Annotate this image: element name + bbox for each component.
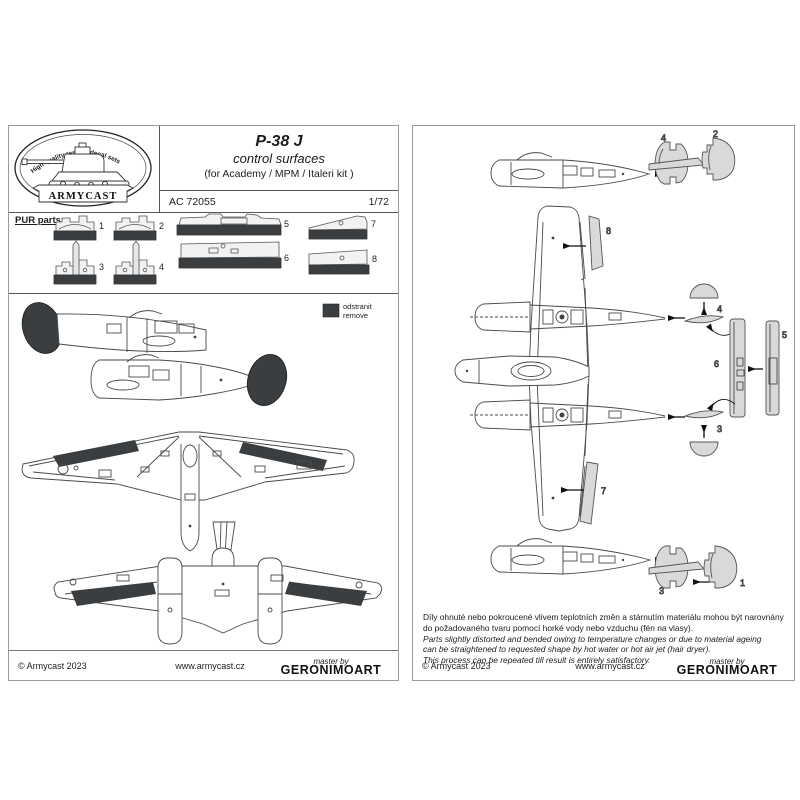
wing-top-view xyxy=(21,431,355,557)
label-flap-5: 5 xyxy=(782,330,787,340)
label-top-4: 4 xyxy=(661,133,666,143)
instruction-page-left: High quality resin & decal sets xyxy=(8,125,399,681)
label-aileron-7: 7 xyxy=(601,486,606,496)
kit-subtitle: control surfaces xyxy=(233,151,325,166)
aileron-part-8 xyxy=(588,215,604,271)
assembly-diagrams: 4 2 8 4 6 5 3 7 3 1 xyxy=(454,129,788,597)
instruction-page-right: 4 2 8 4 6 5 3 7 3 1 Díly ohnuté nebo pok… xyxy=(412,125,795,681)
tail-boom-side-view-1 xyxy=(21,302,207,354)
tail-fin-part-1 xyxy=(703,545,738,589)
website-link[interactable]: www.armycast.cz xyxy=(575,660,645,671)
boom-side-view-top xyxy=(490,152,651,189)
master-by-label: master by xyxy=(313,656,349,666)
note-en-line2: can be straightened to requested shape b… xyxy=(423,644,711,655)
master-by-label: master by xyxy=(709,656,745,666)
master-credit: master by GERONIMOART xyxy=(272,656,398,677)
scale-label: 1/72 xyxy=(368,195,389,208)
handling-notes: Díly ohnuté nebo pokroucené vlivem teplo… xyxy=(423,612,791,666)
legend-remove-cz: odstranit xyxy=(343,302,372,311)
footer-left: © Armycast 2023 www.armycast.cz master b… xyxy=(9,650,398,680)
tail-boom-side-view-2 xyxy=(90,354,288,406)
removal-diagram-area: odstranit remove xyxy=(9,294,398,654)
label-elevator-3: 3 xyxy=(717,424,722,434)
note-cz-line2: do požadovaného tvaru pomocí horké vody … xyxy=(423,622,694,633)
pur-parts-strip: PUR parts: xyxy=(9,213,398,294)
flap-strips-5-6 xyxy=(729,318,780,418)
label-elevator-4: 4 xyxy=(717,304,722,314)
pur-num-5: 5 xyxy=(284,219,289,229)
title-block: P-38 J control surfaces (for Academy / M… xyxy=(160,126,398,190)
boom-side-view-bottom xyxy=(490,538,652,575)
pur-parts-drawing: 1 2 3 4 5 6 7 8 xyxy=(53,213,377,285)
pur-num-7: 7 xyxy=(371,219,376,229)
tail-fin-part-2 xyxy=(701,137,736,181)
copyright: © Armycast 2023 xyxy=(18,660,87,671)
remove-legend-swatch xyxy=(322,303,340,318)
note-cz-line1: Díly ohnuté nebo pokroucené vlivem teplo… xyxy=(423,612,784,622)
armycast-logo: High quality resin & decal sets xyxy=(14,129,152,207)
geronimoart-logo: GERONIMOART xyxy=(280,662,382,677)
title-cell: P-38 J control surfaces (for Academy / M… xyxy=(160,126,398,212)
kit-title: P-38 J xyxy=(255,133,303,150)
kit-note: (for Academy / MPM / Italeri kit ) xyxy=(204,168,354,180)
aileron-part-7 xyxy=(579,461,599,525)
elevator-group-4 xyxy=(683,283,736,336)
wing-bottom-view xyxy=(53,547,383,645)
tail-fin-part-4 xyxy=(648,141,705,185)
pur-num-3: 3 xyxy=(99,262,104,272)
label-aileron-8: 8 xyxy=(606,226,611,236)
note-en-line1: Parts slightly distorted and bended owin… xyxy=(423,633,762,644)
legend-remove-en: remove xyxy=(343,311,369,320)
plan-view xyxy=(454,205,666,532)
product-code: AC 72055 xyxy=(169,195,216,208)
pur-num-8: 8 xyxy=(372,254,377,264)
label-bottom-3: 3 xyxy=(659,586,664,596)
footer-right: © Armycast 2023 www.armycast.cz master b… xyxy=(413,651,794,680)
label-bottom-1: 1 xyxy=(740,578,745,588)
pur-parts-label: PUR parts: xyxy=(15,215,65,226)
geronimoart-logo: GERONIMOART xyxy=(676,662,778,677)
assembly-part-labels: 4 2 8 4 6 5 3 7 3 1 xyxy=(601,129,788,597)
removal-diagrams xyxy=(21,302,383,645)
note-en-line3: This process can be repeated till result… xyxy=(423,655,651,666)
website-link[interactable]: www.armycast.cz xyxy=(175,660,245,671)
pur-num-4: 4 xyxy=(159,262,164,272)
pur-num-1: 1 xyxy=(99,221,104,231)
tank-icon xyxy=(21,142,130,189)
label-top-2: 2 xyxy=(713,129,718,139)
code-row: AC 72055 1/72 xyxy=(160,190,398,212)
label-flap-6: 6 xyxy=(714,359,719,369)
logo-banner: ARMYCAST xyxy=(31,184,135,203)
copyright: © Armycast 2023 xyxy=(422,660,491,671)
logo-brand-text: ARMYCAST xyxy=(49,191,118,202)
logo-cell: High quality resin & decal sets xyxy=(9,126,160,212)
master-credit: master by GERONIMOART xyxy=(668,656,794,677)
pur-num-6: 6 xyxy=(284,253,289,263)
pur-part-numbers: 1 2 3 4 5 6 7 8 xyxy=(99,219,377,272)
pur-num-2: 2 xyxy=(159,221,164,231)
header-row: High quality resin & decal sets xyxy=(9,126,398,213)
elevator-group-3 xyxy=(683,398,736,457)
